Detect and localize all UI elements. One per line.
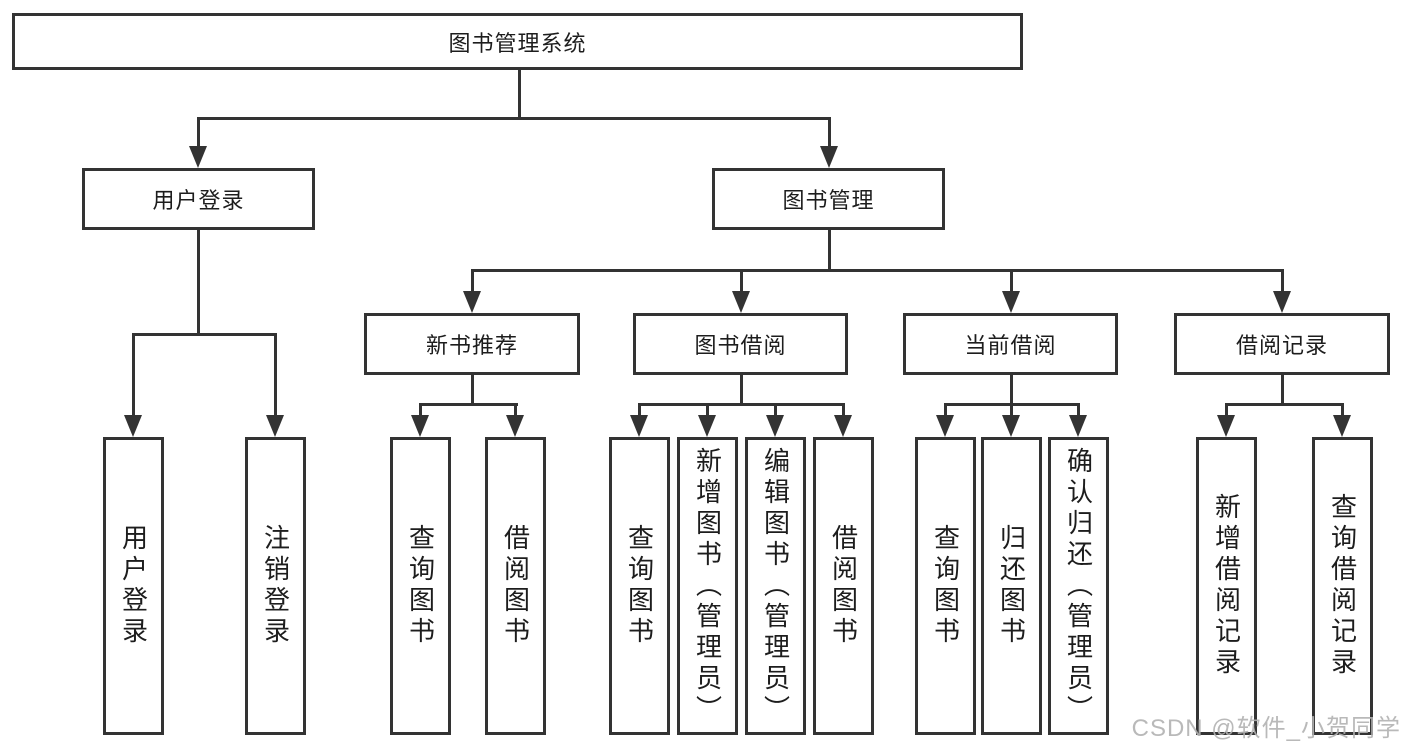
connector-user-login-crossbar: [132, 333, 277, 336]
connector-current-borrowing-stem: [1010, 375, 1013, 406]
arrowhead-new-book-recommendation: [463, 291, 481, 313]
arrowhead-query-books-current: [936, 415, 954, 437]
arrowhead-edit-books-admin: [766, 415, 784, 437]
arrowhead-current-borrowing: [1002, 291, 1020, 313]
node-borrowing-records: 借阅记录: [1174, 313, 1390, 375]
node-book-borrowing: 图书借阅: [633, 313, 848, 375]
connector-book-borrowing-crossbar: [638, 403, 845, 406]
node-book-management-system-label: 图书管理系统: [448, 30, 587, 56]
connector-to-query-books-recommend: [419, 403, 422, 418]
node-return-books-label: 归还图书: [996, 524, 1027, 648]
arrowhead-query-books-borrowing: [630, 415, 648, 437]
connector-user-login-stem: [197, 230, 200, 335]
node-edit-books-admin: 编辑图书（管理员）: [745, 437, 806, 735]
node-add-borrow-record-label: 新增借阅记录: [1211, 493, 1242, 679]
connector-book-management-crossbar: [471, 269, 1284, 272]
node-new-book-recommendation: 新书推荐: [364, 313, 580, 375]
connector-to-user-login: [197, 117, 200, 149]
node-add-books-admin-label: 新增图书（管理员）: [692, 446, 723, 726]
node-query-books-borrowing: 查询图书: [609, 437, 670, 735]
connector-root-crossbar: [197, 117, 831, 120]
csdn-watermark: CSDN @软件_小贺同学: [1131, 715, 1401, 742]
connector-book-borrowing-stem: [740, 375, 743, 406]
arrowhead-query-borrow-record: [1333, 415, 1351, 437]
node-query-books-current-label: 查询图书: [930, 524, 961, 648]
node-confirm-return-admin-label: 确认归还（管理员）: [1063, 446, 1094, 726]
node-book-management-label: 图书管理: [782, 188, 875, 213]
node-borrowing-records-label: 借阅记录: [1235, 333, 1328, 358]
node-logout-action-label: 注销登录: [260, 524, 291, 648]
connector-to-query-books-borrowing: [638, 403, 641, 418]
node-current-borrowing: 当前借阅: [903, 313, 1118, 375]
arrowhead-borrowing-records: [1273, 291, 1291, 313]
connector-to-edit-books-admin: [774, 403, 777, 418]
node-query-books-current: 查询图书: [915, 437, 976, 735]
node-query-books-recommend: 查询图书: [390, 437, 451, 735]
node-book-management: 图书管理: [712, 168, 945, 230]
connector-to-borrow-books-borrowing: [842, 403, 845, 418]
connector-to-confirm-return-admin: [1077, 403, 1080, 418]
node-logout-action: 注销登录: [245, 437, 306, 735]
connector-to-borrow-books-recommend: [514, 403, 517, 418]
node-user-login-action-label: 用户登录: [118, 524, 149, 648]
arrowhead-logout-action: [266, 415, 284, 437]
connector-to-logout-action: [274, 333, 277, 418]
arrowhead-borrow-books-recommend: [506, 415, 524, 437]
connector-borrowing-records-crossbar: [1225, 403, 1344, 406]
node-book-management-system: 图书管理系统: [12, 13, 1023, 70]
connector-to-return-books: [1010, 403, 1013, 418]
connector-to-book-management: [828, 117, 831, 149]
connector-to-borrowing-records: [1281, 269, 1284, 294]
connector-new-book-recommendation-stem: [471, 375, 474, 406]
node-confirm-return-admin: 确认归还（管理员）: [1048, 437, 1109, 735]
node-current-borrowing-label: 当前借阅: [964, 333, 1057, 358]
connector-root-stem: [518, 70, 521, 120]
node-query-borrow-record-label: 查询借阅记录: [1327, 493, 1358, 679]
connector-to-query-borrow-record: [1341, 403, 1344, 418]
arrowhead-query-books-recommend: [411, 415, 429, 437]
arrowhead-confirm-return-admin: [1069, 415, 1087, 437]
node-query-books-recommend-label: 查询图书: [405, 524, 436, 648]
connector-to-query-books-current: [944, 403, 947, 418]
node-user-login-action: 用户登录: [103, 437, 164, 735]
arrowhead-return-books: [1002, 415, 1020, 437]
node-new-book-recommendation-label: 新书推荐: [425, 333, 518, 358]
node-query-borrow-record: 查询借阅记录: [1312, 437, 1373, 735]
arrowhead-user-login-action: [124, 415, 142, 437]
connector-to-current-borrowing: [1010, 269, 1013, 294]
node-edit-books-admin-label: 编辑图书（管理员）: [760, 446, 791, 726]
node-book-borrowing-label: 图书借阅: [694, 333, 787, 358]
arrowhead-user-login: [189, 146, 207, 168]
node-add-books-admin: 新增图书（管理员）: [677, 437, 738, 735]
arrowhead-book-borrowing: [732, 291, 750, 313]
node-borrow-books-recommend-label: 借阅图书: [500, 524, 531, 648]
connector-book-management-stem: [828, 230, 831, 272]
connector-to-add-borrow-record: [1225, 403, 1228, 418]
connector-to-book-borrowing: [740, 269, 743, 294]
node-user-login: 用户登录: [82, 168, 315, 230]
node-query-books-borrowing-label: 查询图书: [624, 524, 655, 648]
arrowhead-book-management: [820, 146, 838, 168]
arrowhead-add-borrow-record: [1217, 415, 1235, 437]
node-return-books: 归还图书: [981, 437, 1042, 735]
connector-to-add-books-admin: [706, 403, 709, 418]
arrowhead-add-books-admin: [698, 415, 716, 437]
connector-borrowing-records-stem: [1281, 375, 1284, 406]
node-add-borrow-record: 新增借阅记录: [1196, 437, 1257, 735]
connector-new-book-recommendation-crossbar: [419, 403, 518, 406]
arrowhead-borrow-books-borrowing: [834, 415, 852, 437]
connector-to-user-login-action: [132, 333, 135, 418]
node-user-login-label: 用户登录: [152, 188, 245, 213]
node-borrow-books-recommend: 借阅图书: [485, 437, 546, 735]
node-borrow-books-borrowing: 借阅图书: [813, 437, 874, 735]
connector-to-new-book-recommendation: [471, 269, 474, 294]
node-borrow-books-borrowing-label: 借阅图书: [828, 524, 859, 648]
